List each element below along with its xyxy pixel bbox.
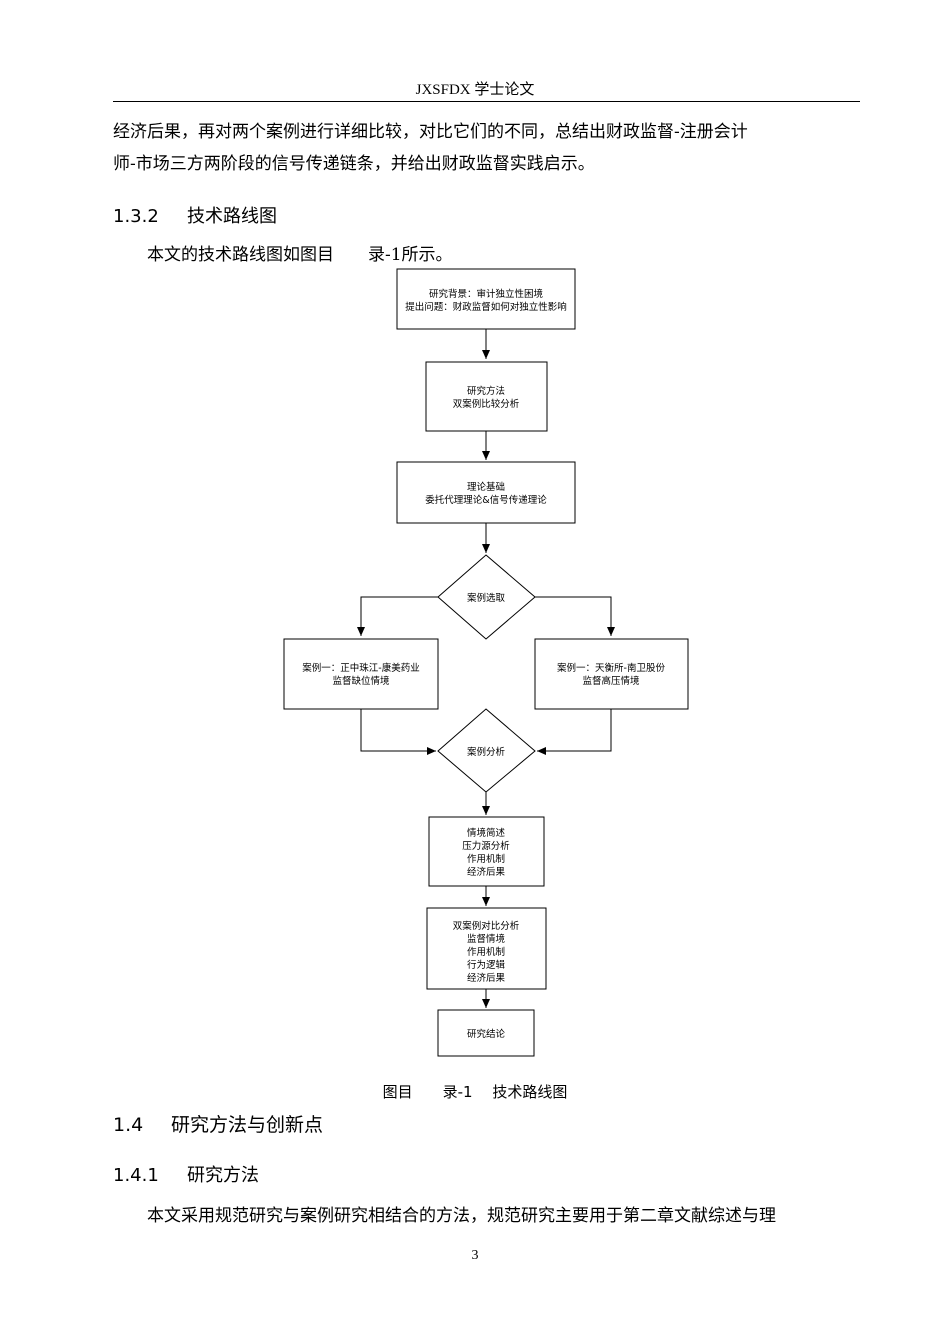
flow-node-text: 研究方法 xyxy=(467,385,505,397)
flow-node-text: 案例选取 xyxy=(467,592,506,604)
flow-node-text: 监督高压情境 xyxy=(582,675,640,687)
flow-node-text: 监督情境 xyxy=(467,933,506,945)
flow-node-comparison xyxy=(426,907,547,990)
flow-node-text: 行为逻辑 xyxy=(467,959,506,971)
page-header: JXSFDX 学士论文 xyxy=(415,82,535,98)
page-number: 3 xyxy=(471,1248,479,1263)
flow-node-text: 双案例比较分析 xyxy=(453,398,520,410)
flow-node-background xyxy=(396,268,576,330)
flow-node-text: 双案例对比分析 xyxy=(453,920,520,932)
paragraph-line: 本文采用规范研究与案例研究相结合的方法，规范研究主要用于第二章文献综述与理 xyxy=(147,1206,776,1226)
flow-node-text: 委托代理理论&信号传递理论 xyxy=(425,494,547,506)
connector-arrow xyxy=(360,709,436,755)
section-title: 研究方法与创新点 xyxy=(171,1114,324,1136)
header-rule xyxy=(113,101,860,102)
paragraph-line: 本文的技术路线图如图目 录-1所示。 xyxy=(147,245,453,265)
flow-node-case-a xyxy=(283,638,439,710)
section-heading-1-4: 1.4 研究方法与创新点 xyxy=(113,1110,323,1137)
section-heading-1-3-2: 1.3.2 技术路线图 xyxy=(113,202,277,228)
flow-node-text: 作用机制 xyxy=(467,853,505,865)
flow-node-text: 案例分析 xyxy=(467,746,506,758)
section-heading-1-4-1: 1.4.1 研究方法 xyxy=(113,1161,259,1187)
flow-node-text: 经济后果 xyxy=(467,972,506,984)
section-title: 技术路线图 xyxy=(187,206,277,227)
flow-decision-case-analysis xyxy=(437,708,536,793)
flow-node-text: 压力源分析 xyxy=(462,840,510,852)
connector-arrow xyxy=(537,709,612,755)
flow-node-analysis-items xyxy=(428,816,545,887)
flow-node-case-b xyxy=(534,638,689,710)
section-number: 1.4.1 xyxy=(113,1165,159,1186)
section-number: 1.4 xyxy=(113,1114,144,1136)
flow-node-text: 案例一：天衡所-南卫股份 xyxy=(557,662,665,674)
flow-node-method xyxy=(425,361,548,432)
flow-node-text: 经济后果 xyxy=(467,866,506,878)
paragraph-line: 经济后果，再对两个案例进行详细比较，对比它们的不同，总结出财政监督-注册会计 xyxy=(113,122,748,142)
flow-node-theory xyxy=(396,461,576,524)
flow-node-text: 研究背景：审计独立性困境 xyxy=(429,288,544,300)
flow-node-text: 提出问题：财政监督如何对独立性影响 xyxy=(405,301,567,313)
flow-node-conclusion xyxy=(437,1009,535,1057)
flow-decision-case-selection xyxy=(437,554,536,640)
flow-node-text: 研究结论 xyxy=(467,1028,506,1040)
figure-caption: 图目 录-1 技术路线图 xyxy=(382,1083,568,1101)
flow-node-text: 作用机制 xyxy=(467,946,505,958)
flow-node-text: 情境简述 xyxy=(467,827,506,839)
connector-arrow xyxy=(357,596,438,636)
paragraph-line: 师-市场三方两阶段的信号传递链条，并给出财政监督实践启示。 xyxy=(113,154,595,174)
section-number: 1.3.2 xyxy=(113,206,159,227)
section-title: 研究方法 xyxy=(187,1165,259,1186)
flow-node-text: 案例一：正中珠江-康美药业 xyxy=(302,662,419,674)
connector-arrow xyxy=(535,596,615,636)
flow-node-text: 理论基础 xyxy=(467,481,505,493)
flow-node-text: 监督缺位情境 xyxy=(332,675,390,687)
